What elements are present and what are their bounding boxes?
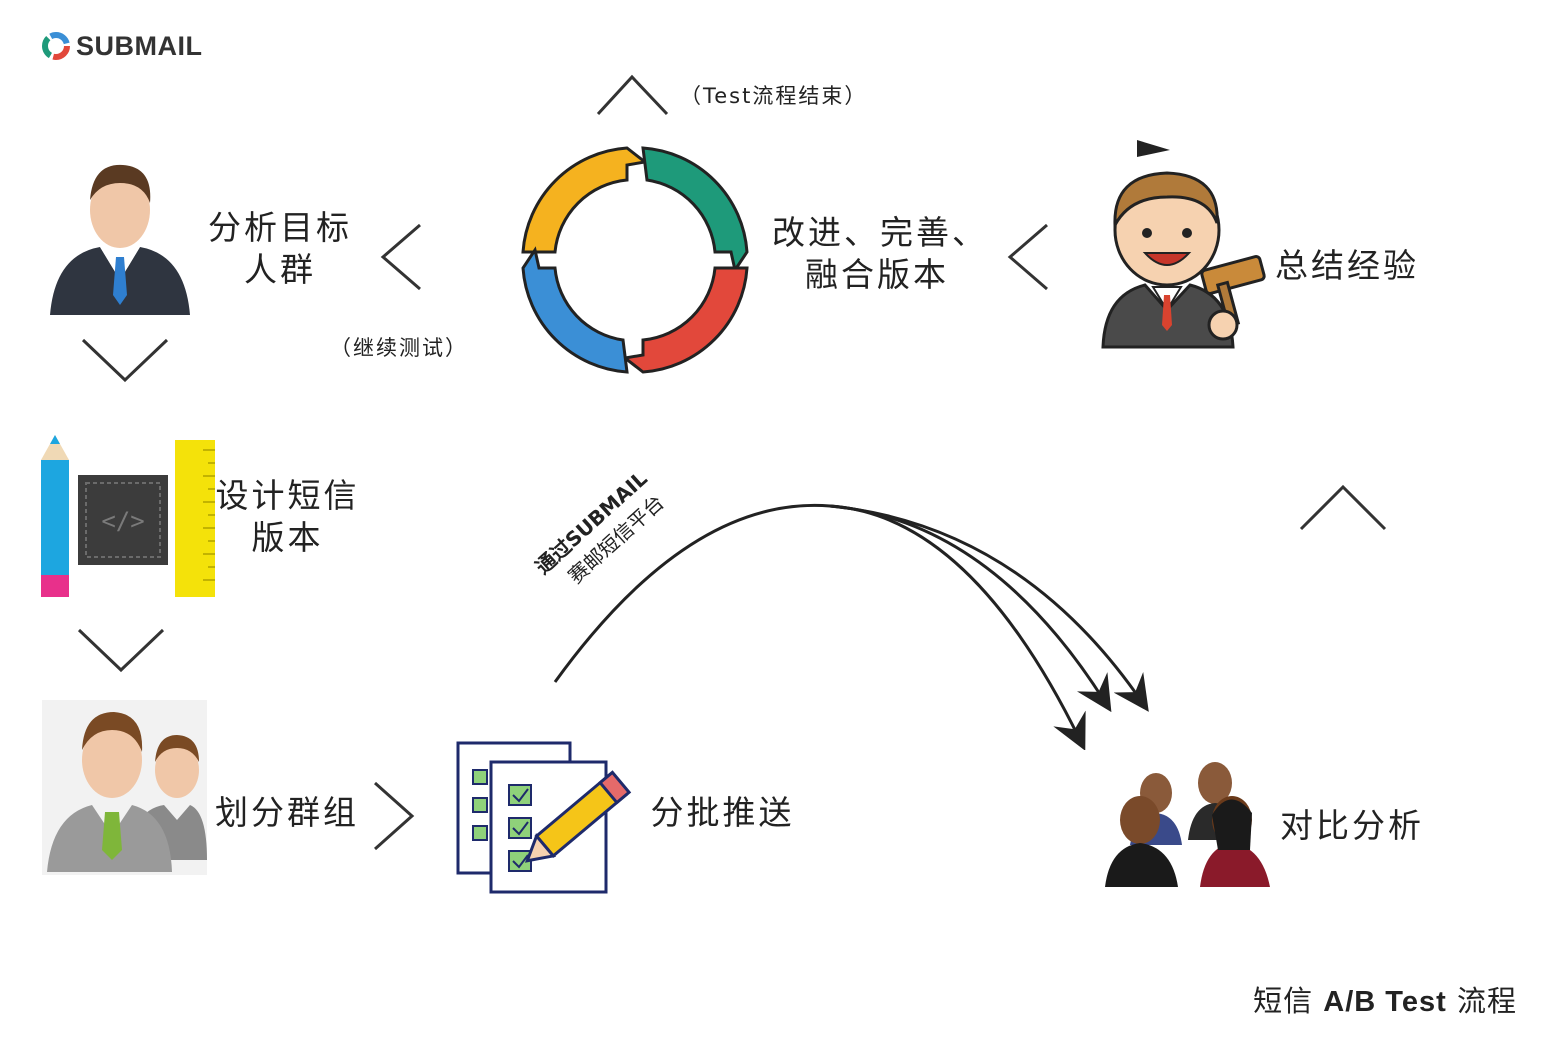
chevron-up-icon [1299,484,1387,531]
design-tools-icon: </> [41,435,215,597]
summary-label: 总结经验 [1275,246,1419,285]
chevron-left-icon [380,223,421,291]
chevron-down-icon [81,338,169,383]
svg-text:</>: </> [101,507,144,535]
improvement-cycle-icon [521,146,749,374]
businessman-icon [50,164,190,315]
improve-label: 改进、完善、 融合版本 [772,213,988,294]
test-end-note: （Test流程结束） [680,84,868,108]
chevron-right-icon [374,781,415,851]
logo-text: SUBMAIL [76,30,203,61]
footer-bold: A/B Test [1323,986,1447,1018]
sending-arrows [553,503,1149,750]
chevron-left-icon [1007,223,1048,291]
design-sms-label: 设计短信 版本 [215,476,360,557]
batch-send-label: 分批推送 [650,793,795,832]
footer-suffix: 流程 [1446,984,1517,1018]
judge-gavel-icon [1101,140,1266,349]
footer-prefix: 短信 [1253,984,1324,1018]
user-group-icon [42,700,207,875]
continue-test-note: （继续测试） [330,336,468,360]
submail-logo: SUBMAIL [40,30,203,62]
checklist-pencil-icon [456,741,632,894]
chevron-down-icon [77,628,165,673]
divide-groups-label: 划分群组 [215,793,359,832]
footer-title: 短信 A/B Test 流程 [1253,978,1517,1020]
compare-analysis-label: 对比分析 [1280,806,1424,845]
target-audience-label: 分析目标 人群 [208,208,352,289]
submail-logo-icon [42,32,70,60]
chevron-up-icon [596,74,669,116]
discussion-group-icon [1105,762,1270,887]
